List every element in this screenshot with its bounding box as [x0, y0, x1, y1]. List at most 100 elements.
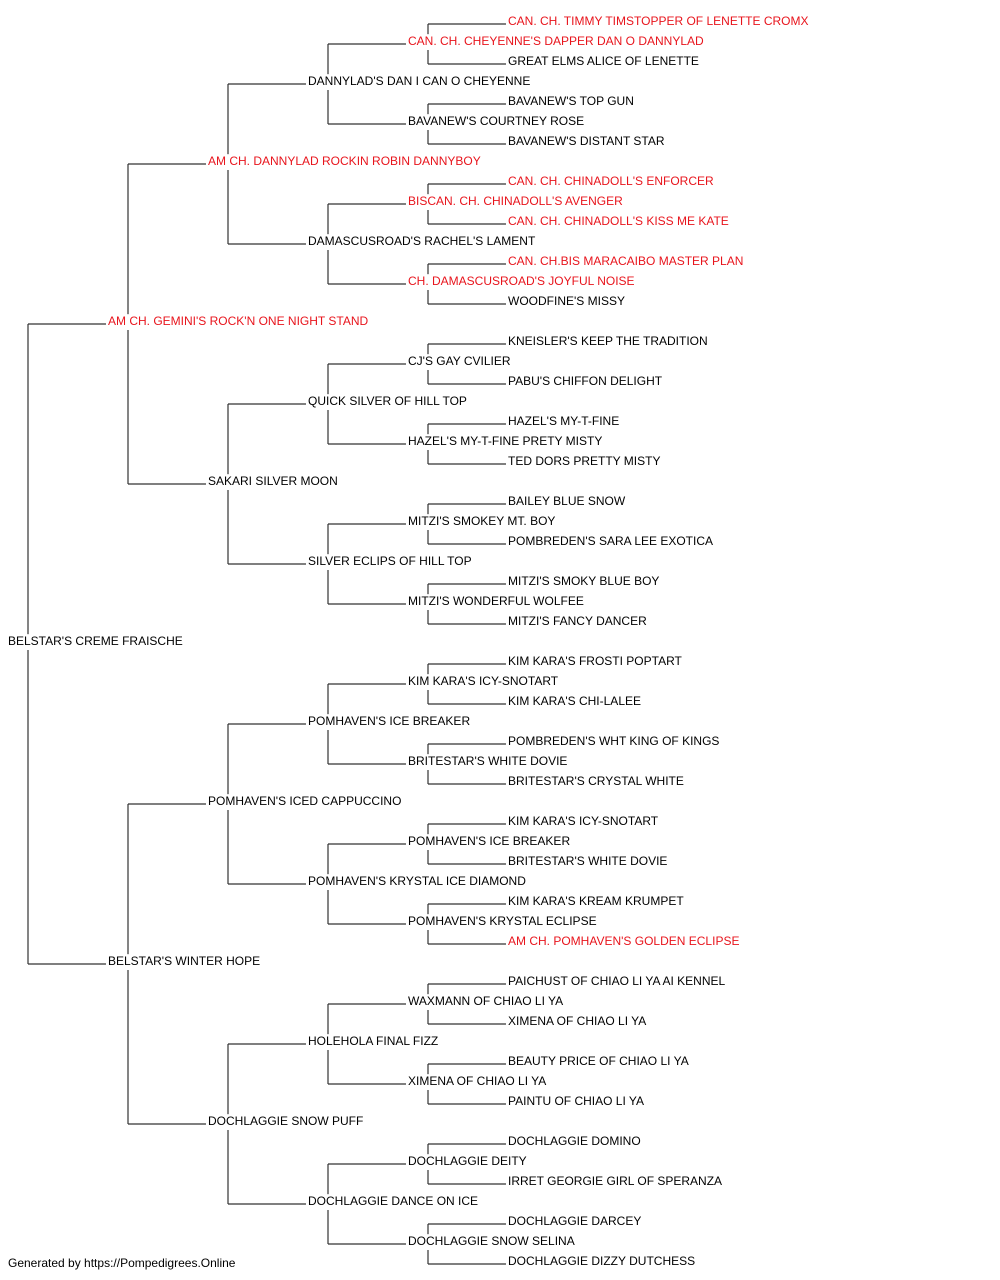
- label-background: [407, 674, 560, 689]
- pedigree-name-gen-3: POMHAVEN'S ICE BREAKER: [308, 714, 470, 728]
- pedigree-name-gen-4: HAZEL'S MY-T-FINE PRETY MISTY: [408, 434, 602, 448]
- label-background: [507, 1174, 724, 1189]
- label-background: [507, 414, 621, 429]
- pedigree-name-gen-4: CJ'S GAY CVILIER: [408, 354, 511, 368]
- pedigree-name-gen-5: MITZI'S SMOKY BLUE BOY: [508, 574, 659, 588]
- pedigree-name-gen-5: DOCHLAGGIE DIZZY DUTCHESS: [508, 1254, 695, 1268]
- pedigree-name-gen-5: DOCHLAGGIE DARCEY: [508, 1214, 641, 1228]
- label-background: [507, 294, 626, 309]
- label-background: [507, 374, 664, 389]
- label-background: [507, 534, 715, 549]
- label-background: [507, 1254, 697, 1269]
- label-background: [507, 654, 684, 669]
- pedigree-name-gen-5: POMBREDEN'S WHT KING OF KINGS: [508, 734, 719, 748]
- pedigree-name-gen-1: BELSTAR'S WINTER HOPE: [108, 954, 260, 968]
- label-background: [207, 154, 482, 169]
- pedigree-name-gen-3: DOCHLAGGIE DANCE ON ICE: [308, 1194, 478, 1208]
- generated-by-footer: Generated by https://Pompedigrees.Online: [8, 1256, 236, 1270]
- label-background: [507, 174, 715, 189]
- label-background: [407, 1154, 528, 1169]
- label-background: [307, 394, 468, 409]
- pedigree-name-gen-4: WAXMANN OF CHIAO LI YA: [408, 994, 563, 1008]
- label-background: [407, 994, 565, 1009]
- pedigree-name-gen-5: BRITESTAR'S CRYSTAL WHITE: [508, 774, 684, 788]
- pedigree-name-gen-5: PABU'S CHIFFON DELIGHT: [508, 374, 663, 388]
- pedigree-name-gen-5: KIM KARA'S KREAM KRUMPET: [508, 894, 684, 908]
- pedigree-name-gen-2: POMHAVEN'S ICED CAPPUCCINO: [208, 794, 401, 808]
- label-background: [107, 314, 370, 329]
- label-background: [107, 954, 262, 969]
- pedigree-name-gen-5: CAN. CH. TIMMY TIMSTOPPER OF LENETTE CRO…: [508, 14, 808, 28]
- pedigree-name-gen-5: BAVANEW'S DISTANT STAR: [508, 134, 665, 148]
- pedigree-name-gen-4: BAVANEW'S COURTNEY ROSE: [408, 114, 584, 128]
- pedigree-name-gen-4: MITZI'S WONDERFUL WOLFEE: [408, 594, 584, 608]
- pedigree-name-gen-5: CAN. CH.BIS MARACAIBO MASTER PLAN: [508, 254, 743, 268]
- pedigree-connectors: [27, 23, 506, 1265]
- pedigree-name-gen-3: DAMASCUSROAD'S RACHEL'S LAMENT: [308, 234, 536, 248]
- label-background: [507, 614, 649, 629]
- pedigree-name-gen-5: DOCHLAGGIE DOMINO: [508, 1134, 641, 1148]
- label-background: [507, 814, 660, 829]
- pedigree-name-gen-5: WOODFINE'S MISSY: [508, 294, 625, 308]
- label-background: [407, 754, 569, 769]
- pedigree-name-gen-5: KIM KARA'S CHI-LALEE: [508, 694, 641, 708]
- label-background: [507, 334, 709, 349]
- pedigree-name-gen-4: DOCHLAGGIE SNOW SELINA: [408, 1234, 575, 1248]
- label-background: [507, 934, 741, 949]
- label-background: [207, 794, 403, 809]
- label-background: [507, 1054, 690, 1069]
- label-background: [507, 574, 661, 589]
- label-background: [507, 54, 700, 69]
- pedigree-name-gen-3: SILVER ECLIPS OF HILL TOP: [308, 554, 472, 568]
- pedigree-name-gen-5: CAN. CH. CHINADOLL'S KISS ME KATE: [508, 214, 729, 228]
- label-background: [507, 1014, 648, 1029]
- label-background: [407, 1074, 548, 1089]
- label-background: [307, 1194, 480, 1209]
- pedigree-name-gen-3: QUICK SILVER OF HILL TOP: [308, 394, 467, 408]
- pedigree-name-gen-5: KNEISLER'S KEEP THE TRADITION: [508, 334, 708, 348]
- label-background: [507, 494, 627, 509]
- pedigree-name-gen-1: AM CH. GEMINI'S ROCK'N ONE NIGHT STAND: [108, 314, 368, 328]
- label-background: [307, 714, 472, 729]
- label-background: [507, 214, 730, 229]
- pedigree-name-gen-5: TED DORS PRETTY MISTY: [508, 454, 660, 468]
- pedigree-name-gen-4: POMHAVEN'S KRYSTAL ECLIPSE: [408, 914, 597, 928]
- pedigree-name-gen-2: AM CH. DANNYLAD ROCKIN ROBIN DANNYBOY: [208, 154, 481, 168]
- label-background: [407, 434, 604, 449]
- pedigree-name-gen-5: BEAUTY PRICE OF CHIAO LI YA: [508, 1054, 689, 1068]
- label-background: [507, 694, 642, 709]
- label-background: [407, 114, 586, 129]
- pedigree-name-gen-5: KIM KARA'S FROSTI POPTART: [508, 654, 683, 668]
- label-background: [407, 194, 625, 209]
- label-background: [507, 974, 727, 989]
- pedigree-name-gen-4: KIM KARA'S ICY-SNOTART: [408, 674, 559, 688]
- label-background: [7, 634, 184, 649]
- pedigree-name-gen-4: CAN. CH. CHEYENNE'S DAPPER DAN O DANNYLA…: [408, 34, 704, 48]
- pedigree-name-gen-0: BELSTAR'S CREME FRAISCHE: [8, 634, 183, 648]
- label-background: [407, 274, 636, 289]
- label-background: [407, 354, 512, 369]
- label-background: [207, 474, 339, 489]
- pedigree-name-gen-4: XIMENA OF CHIAO LI YA: [408, 1074, 546, 1088]
- pedigree-name-gen-5: HAZEL'S MY-T-FINE: [508, 414, 619, 428]
- label-background: [507, 454, 662, 469]
- pedigree-name-gen-5: KIM KARA'S ICY-SNOTART: [508, 814, 659, 828]
- pedigree-name-gen-5: BRITESTAR'S WHITE DOVIE: [508, 854, 667, 868]
- label-background: [307, 234, 537, 249]
- label-background: [307, 874, 528, 889]
- label-background: [407, 594, 585, 609]
- pedigree-name-gen-5: AM CH. POMHAVEN'S GOLDEN ECLIPSE: [508, 934, 739, 948]
- pedigree-name-gen-5: GREAT ELMS ALICE OF LENETTE: [508, 54, 699, 68]
- pedigree-name-gen-4: BISCAN. CH. CHINADOLL'S AVENGER: [408, 194, 623, 208]
- label-background: [407, 834, 572, 849]
- pedigree-name-gen-4: BRITESTAR'S WHITE DOVIE: [408, 754, 567, 768]
- pedigree-labels: BELSTAR'S CREME FRAISCHE AM CH. GEMINI'S …: [7, 14, 810, 1269]
- label-background: [507, 134, 666, 149]
- label-background: [207, 1114, 365, 1129]
- label-background: [507, 1134, 642, 1149]
- pedigree-name-gen-3: DANNYLAD'S DAN I CAN O CHEYENNE: [308, 74, 530, 88]
- pedigree-name-gen-4: MITZI'S SMOKEY MT. BOY: [408, 514, 555, 528]
- pedigree-name-gen-3: POMHAVEN'S KRYSTAL ICE DIAMOND: [308, 874, 526, 888]
- label-background: [507, 1214, 643, 1229]
